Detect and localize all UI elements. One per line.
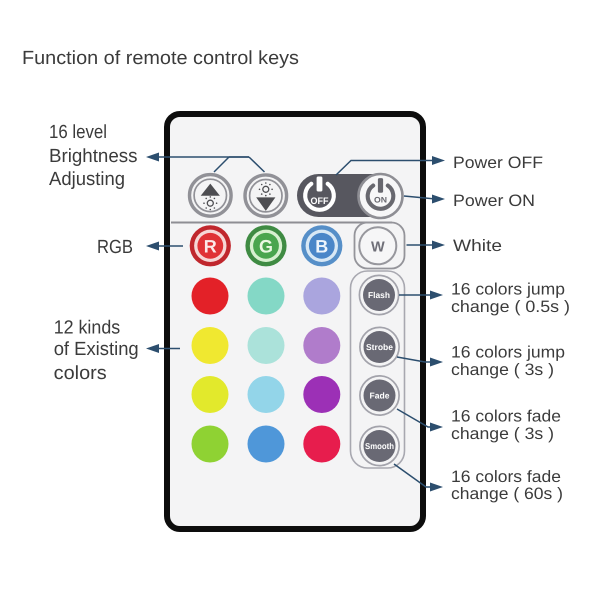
svg-text:R: R: [204, 236, 217, 256]
svg-text:change ( 0.5s ): change ( 0.5s ): [451, 298, 570, 316]
svg-text:White: White: [453, 237, 502, 255]
svg-text:Power OFF: Power OFF: [453, 154, 543, 172]
svg-text:ON: ON: [374, 196, 387, 205]
svg-text:12 kinds: 12 kinds: [54, 318, 121, 339]
svg-text:Strobe: Strobe: [366, 342, 393, 352]
svg-text:Flash: Flash: [368, 290, 390, 300]
svg-text:G: G: [259, 236, 273, 256]
svg-text:change ( 3s ): change ( 3s ): [451, 361, 554, 379]
svg-text:W: W: [371, 239, 385, 255]
svg-text:16 colors fade: 16 colors fade: [451, 468, 561, 486]
svg-text:16 colors fade: 16 colors fade: [451, 408, 561, 426]
svg-text:16 colors jump: 16 colors jump: [451, 281, 565, 299]
svg-text:Brightness: Brightness: [49, 146, 138, 167]
svg-text:Smooth: Smooth: [365, 441, 394, 451]
svg-text:change ( 60s ): change ( 60s ): [451, 485, 563, 503]
svg-text:colors: colors: [54, 363, 107, 384]
svg-text:of Existing: of Existing: [54, 339, 139, 360]
svg-text:Fade: Fade: [370, 390, 390, 400]
svg-text:Adjusting: Adjusting: [49, 169, 125, 190]
svg-text:Function of remote control key: Function of remote control keys: [22, 48, 299, 69]
svg-text:16 level: 16 level: [49, 122, 107, 143]
svg-text:16 colors jump: 16 colors jump: [451, 344, 565, 362]
svg-text:OFF: OFF: [311, 196, 329, 207]
svg-text:Power ON: Power ON: [453, 192, 535, 210]
svg-text:B: B: [315, 236, 328, 256]
svg-text:change ( 3s ): change ( 3s ): [451, 425, 554, 443]
svg-text:RGB: RGB: [97, 237, 133, 258]
